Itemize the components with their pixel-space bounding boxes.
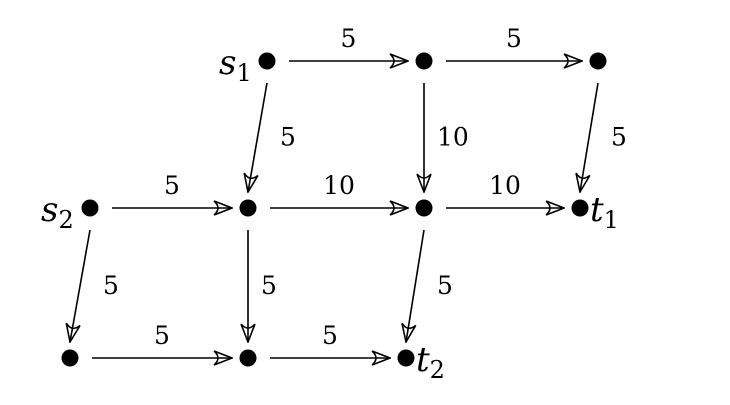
node-d <box>415 199 433 217</box>
edge-s1-c: 5 <box>248 82 296 192</box>
edge-arrow <box>406 229 425 342</box>
edge-weight-label: 5 <box>280 123 296 152</box>
node-dot <box>571 199 589 217</box>
node-dot <box>81 199 99 217</box>
edge-c-d: 10 <box>270 171 408 208</box>
edge-weight-label: 5 <box>103 271 119 300</box>
edge-weight-label: 10 <box>489 171 521 200</box>
edge-arrow <box>580 82 599 192</box>
edge-b-t1: 5 <box>580 82 627 192</box>
node-dot <box>397 349 415 367</box>
node-dot <box>258 52 276 70</box>
node-label-main: s <box>219 43 236 83</box>
node-s1: s1 <box>219 43 276 87</box>
node-t2: t2 <box>397 340 445 384</box>
node-c <box>239 199 257 217</box>
node-label-s1: s1 <box>219 43 252 87</box>
edge-s2-e: 5 <box>70 229 119 342</box>
edge-c-f: 5 <box>248 230 277 342</box>
node-label-t2: t2 <box>416 340 445 384</box>
node-dot <box>589 52 607 70</box>
node-label-s2: s2 <box>41 190 74 234</box>
edge-arrow <box>70 229 91 342</box>
node-f <box>239 349 257 367</box>
edge-s2-c: 5 <box>112 171 232 208</box>
node-label-subscript: 2 <box>430 356 445 384</box>
node-b <box>589 52 607 70</box>
edge-weight-label: 5 <box>611 123 627 152</box>
node-label-subscript: 1 <box>604 206 619 234</box>
edge-e-f: 5 <box>92 321 232 358</box>
edge-weight-label: 5 <box>437 271 453 300</box>
edge-weight-label: 5 <box>506 24 522 53</box>
edge-weight-label: 10 <box>437 123 469 152</box>
node-dot <box>415 52 433 70</box>
node-label-main: s <box>41 190 58 230</box>
node-a <box>415 52 433 70</box>
edge-f-t2: 5 <box>270 321 390 358</box>
edge-arrow <box>248 82 268 192</box>
node-s2: s2 <box>41 190 99 234</box>
edge-s1-a: 5 <box>289 24 408 61</box>
edge-weight-label: 5 <box>164 171 180 200</box>
node-label-main: t <box>416 340 430 380</box>
edge-d-t2: 5 <box>406 229 453 342</box>
node-dot <box>239 349 257 367</box>
edges-layer: 5 5 5 10 5 5 10 10 5 5 5 5 5 <box>70 24 627 358</box>
node-dot <box>415 199 433 217</box>
edge-weight-label: 10 <box>323 171 355 200</box>
node-label-main: t <box>590 190 604 230</box>
edge-a-d: 10 <box>424 83 469 192</box>
edge-d-t1: 10 <box>446 171 564 208</box>
edge-weight-label: 5 <box>261 271 277 300</box>
edge-weight-label: 5 <box>154 321 170 350</box>
node-dot <box>61 349 79 367</box>
edge-a-b: 5 <box>446 24 582 61</box>
node-t1: t1 <box>571 190 619 234</box>
edge-weight-label: 5 <box>341 24 357 53</box>
node-dot <box>239 199 257 217</box>
node-label-subscript: 2 <box>58 206 73 234</box>
edge-weight-label: 5 <box>322 321 338 350</box>
node-e <box>61 349 79 367</box>
node-label-subscript: 1 <box>236 59 251 87</box>
node-label-t1: t1 <box>590 190 619 234</box>
